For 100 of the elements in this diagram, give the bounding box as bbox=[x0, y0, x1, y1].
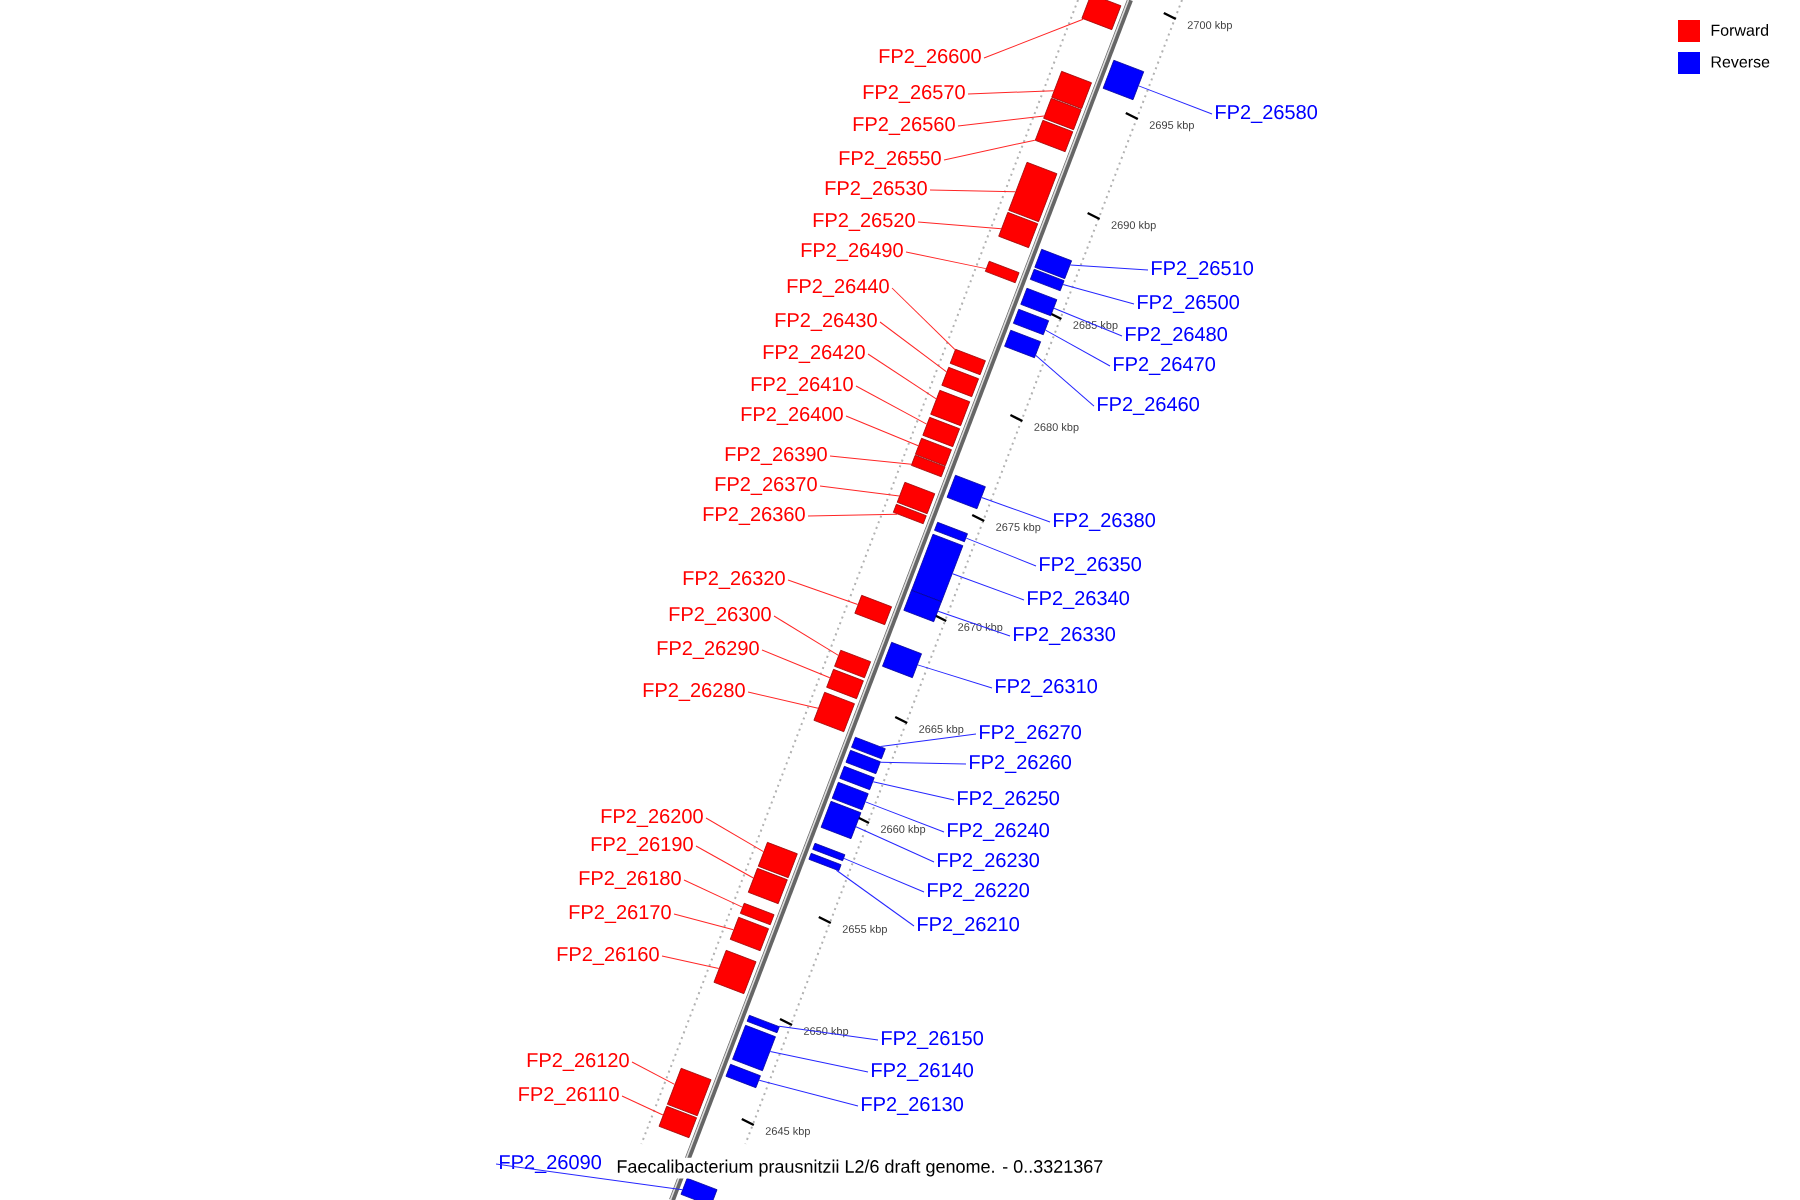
gene-label: FP2_26140 bbox=[872, 1063, 974, 1081]
gene-block bbox=[1043, 97, 1082, 131]
leader-line bbox=[855, 826, 935, 863]
leader-line bbox=[855, 385, 928, 425]
gene-block bbox=[930, 389, 971, 427]
gene-label: FP2_26320 bbox=[683, 571, 785, 589]
leader-line bbox=[880, 761, 967, 765]
leader-line bbox=[807, 513, 898, 517]
gene-block bbox=[1034, 119, 1074, 153]
gene-label: FP2_26500 bbox=[1138, 295, 1240, 313]
caption: Faecalibacterium prausnitzii L2/6 draft genome. - 0..3321367 bbox=[614, 1157, 1106, 1179]
leader-line bbox=[865, 801, 945, 833]
gene-block bbox=[851, 736, 886, 760]
gene-label: FP2_26260 bbox=[970, 755, 1072, 773]
gene-label: FP2_26470 bbox=[1114, 357, 1216, 375]
gene-label: FP2_26170 bbox=[569, 905, 671, 923]
leader-line bbox=[1053, 307, 1123, 337]
gene-label: FP2_26160 bbox=[557, 947, 659, 965]
leader-line bbox=[1045, 329, 1111, 367]
gene-block bbox=[839, 765, 875, 791]
gene-label: FP2_26180 bbox=[579, 871, 681, 889]
gene-label: FP2_26410 bbox=[751, 377, 853, 395]
gene-block bbox=[713, 949, 757, 995]
gene-label: FP2_26480 bbox=[1126, 327, 1228, 345]
gene-block bbox=[1008, 161, 1058, 223]
gene-label: FP2_26370 bbox=[715, 477, 817, 495]
leader-line bbox=[867, 353, 937, 400]
gene-label: FP2_26530 bbox=[825, 181, 927, 199]
leader-line bbox=[905, 251, 987, 270]
leader-line bbox=[747, 691, 819, 709]
leader-line bbox=[758, 1079, 859, 1107]
gene-label: FP2_26150 bbox=[882, 1031, 984, 1049]
leader-line bbox=[705, 817, 764, 853]
leader-line bbox=[683, 879, 743, 908]
leader-line bbox=[787, 579, 859, 606]
leader-line bbox=[695, 845, 754, 879]
gene-block bbox=[812, 842, 846, 862]
gene-block bbox=[998, 211, 1039, 249]
leader-line bbox=[981, 497, 1051, 523]
gene-label: FP2_26310 bbox=[996, 679, 1098, 697]
gene-block bbox=[666, 1067, 712, 1117]
gene-label: FP2_26520 bbox=[813, 213, 915, 231]
leader-line bbox=[621, 1095, 664, 1116]
gene-block bbox=[941, 366, 979, 398]
leader-line bbox=[952, 573, 1025, 601]
leader-line bbox=[819, 485, 900, 497]
gene-label: FP2_26090 bbox=[500, 1155, 602, 1173]
leader-line bbox=[937, 610, 1011, 637]
gene-block bbox=[1051, 70, 1092, 110]
gene-block bbox=[808, 852, 842, 872]
leader-line bbox=[1062, 283, 1135, 305]
leader-line bbox=[880, 733, 977, 747]
gene-block bbox=[813, 691, 855, 733]
gene-block bbox=[845, 749, 881, 775]
leader-line bbox=[761, 649, 831, 679]
gene-label: FP2_26330 bbox=[1014, 627, 1116, 645]
gene-label: FP2_26430 bbox=[775, 313, 877, 331]
leader-line bbox=[967, 90, 1055, 95]
gene-label: FP2_26550 bbox=[839, 151, 941, 169]
gene-block bbox=[747, 867, 788, 905]
gene-block bbox=[729, 916, 769, 952]
gene-label: FP2_26380 bbox=[1054, 513, 1156, 531]
leader-line bbox=[891, 287, 956, 350]
gene-label: FP2_26250 bbox=[958, 791, 1060, 809]
leader-line bbox=[829, 455, 912, 465]
gene-label: FP2_26210 bbox=[918, 917, 1020, 935]
gene-label: FP2_26560 bbox=[853, 117, 955, 135]
gene-block bbox=[831, 781, 869, 811]
leader-line bbox=[872, 781, 955, 801]
leader-line bbox=[769, 1050, 869, 1073]
gene-block bbox=[949, 348, 986, 376]
leader-line bbox=[673, 913, 734, 931]
gene-label: FP2_26220 bbox=[928, 883, 1030, 901]
gene-block bbox=[1081, 0, 1122, 31]
leader-line bbox=[835, 869, 915, 927]
leader-line bbox=[983, 18, 1084, 59]
gene-block bbox=[739, 902, 775, 926]
legend-label: Reverse bbox=[1711, 56, 1770, 68]
gene-label: FP2_26340 bbox=[1028, 591, 1130, 609]
leader-line bbox=[843, 857, 925, 893]
gene-label: FP2_26270 bbox=[980, 725, 1082, 743]
leader-line bbox=[1035, 354, 1095, 407]
leader-line bbox=[879, 321, 948, 373]
gene-label: FP2_26510 bbox=[1152, 261, 1254, 279]
gene-block bbox=[680, 1177, 718, 1200]
leader-line bbox=[495, 1163, 683, 1191]
leader-line bbox=[773, 615, 839, 656]
gene-label: FP2_26200 bbox=[601, 809, 703, 827]
gene-block bbox=[984, 260, 1020, 284]
gene-label: FP2_26290 bbox=[657, 641, 759, 659]
gene-label: FP2_26580 bbox=[1216, 105, 1318, 123]
gene-label: FP2_26190 bbox=[591, 837, 693, 855]
leader-line bbox=[1138, 85, 1213, 115]
gene-label: FP2_26600 bbox=[879, 49, 981, 67]
gene-label: FP2_26440 bbox=[787, 279, 889, 297]
leader-line bbox=[661, 955, 720, 969]
gene-block bbox=[1102, 59, 1145, 101]
gene-block bbox=[746, 1014, 780, 1034]
legend-label: Forward bbox=[1711, 24, 1769, 36]
gene-label: FP2_26120 bbox=[527, 1053, 629, 1071]
